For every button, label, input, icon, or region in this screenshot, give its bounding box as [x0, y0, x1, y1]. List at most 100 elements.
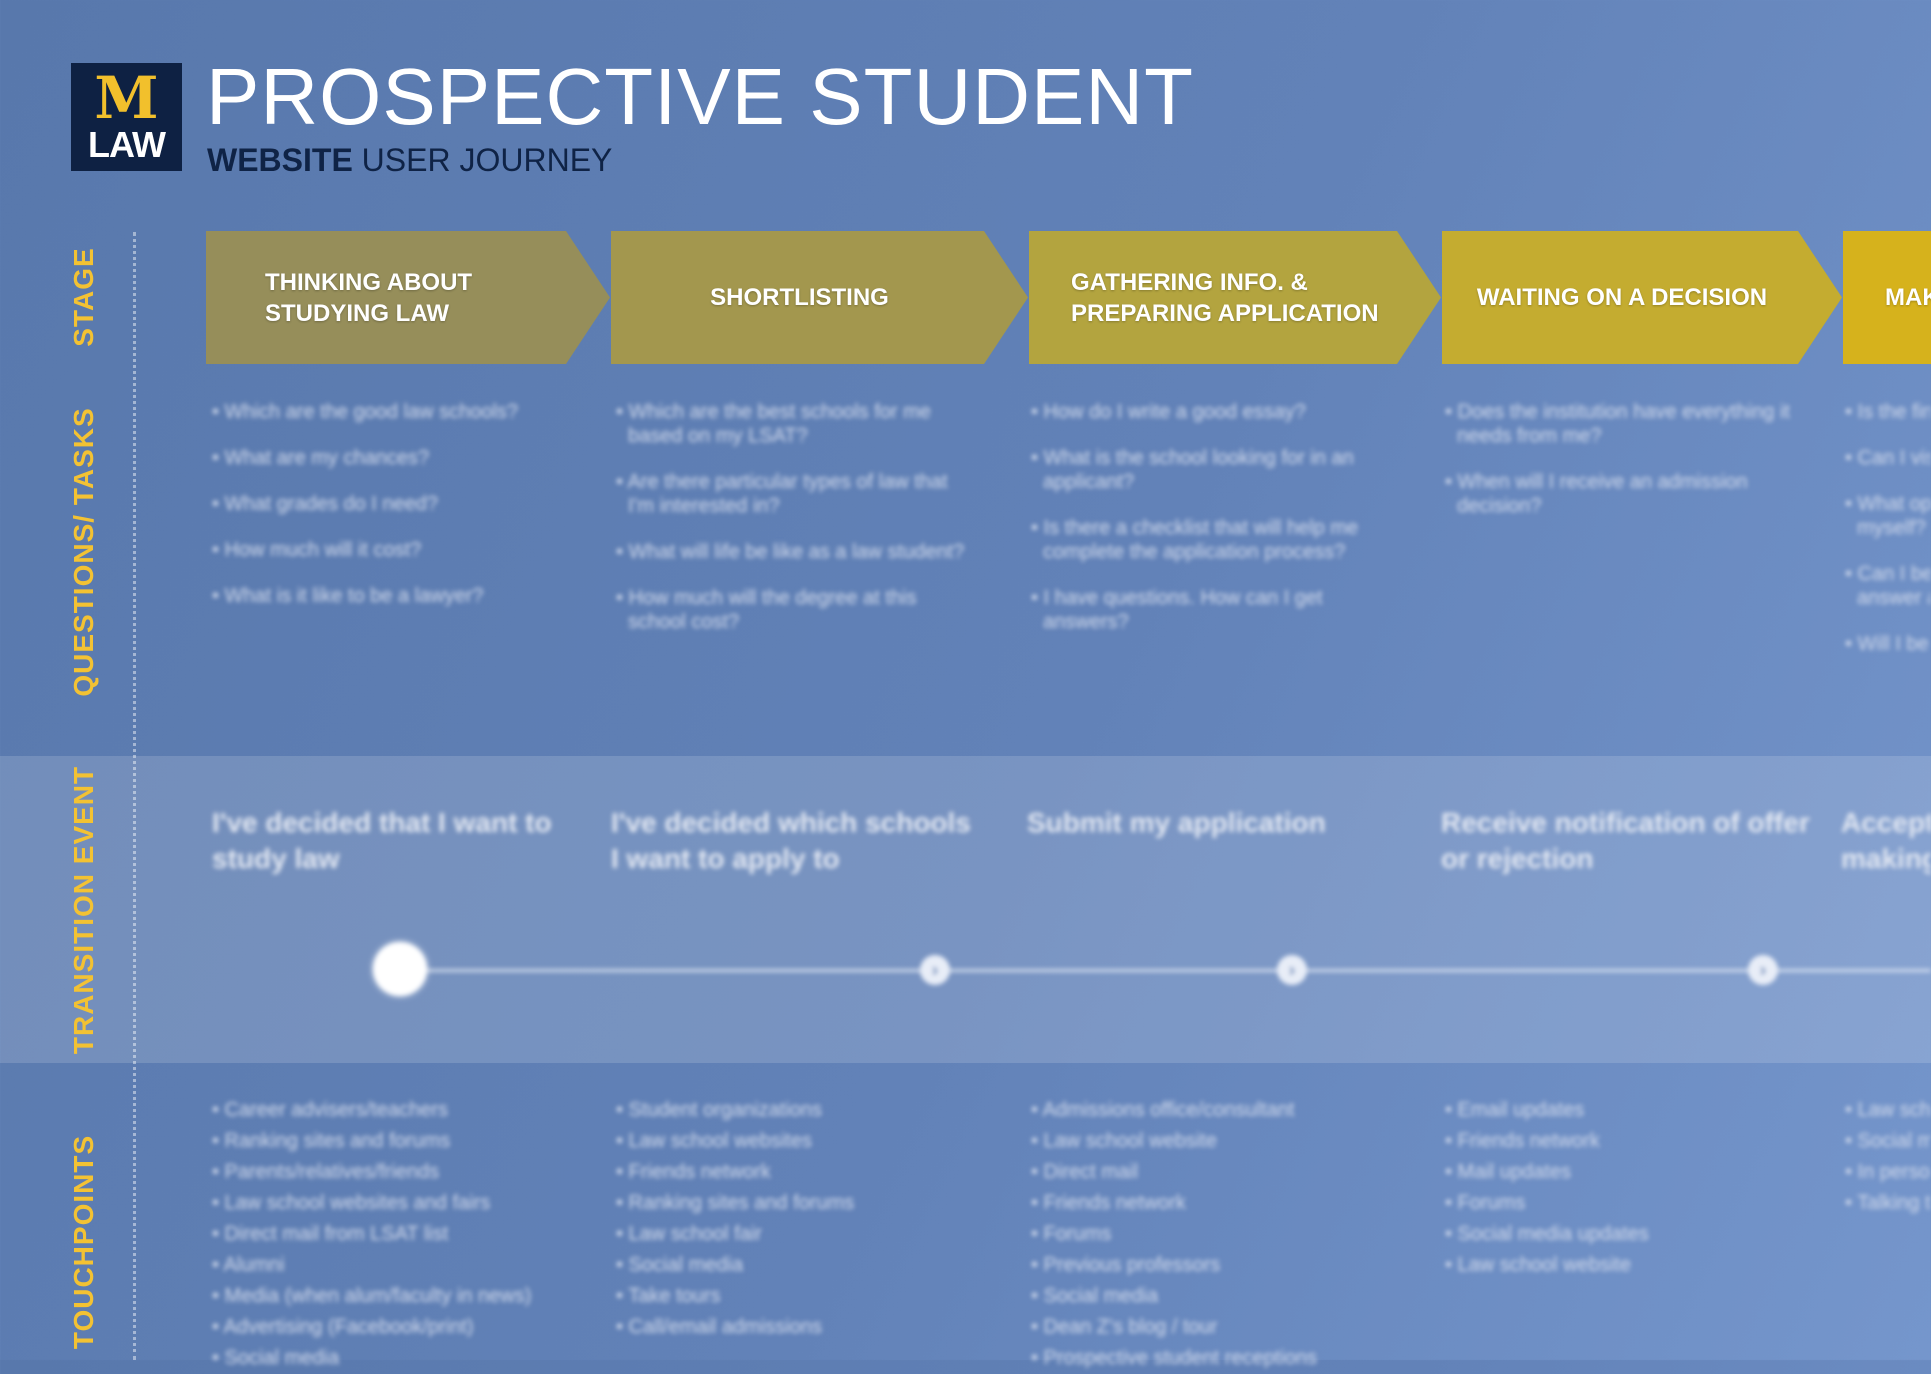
page-subtitle: WEBSITE USER JOURNEY	[207, 142, 612, 178]
touchpoints-col-4: • Law school website • Social media • In…	[1841, 1095, 1931, 1219]
timeline-chevron-icon: ›	[920, 955, 950, 985]
question-item: • What grades do I need?	[212, 493, 439, 515]
touchpoints-col-1: • Student organizations • Law school web…	[612, 1095, 982, 1343]
page-title: PROSPECTIVE STUDENT	[206, 52, 1195, 141]
stage-1-line-0: SHORTLISTING	[710, 284, 889, 311]
questions-col-4: • Is the financial aid package enough? •…	[1841, 400, 1931, 678]
touchpoint-item: • Law school fair	[616, 1223, 762, 1245]
stage-2-line-1: PREPARING APPLICATION	[1071, 299, 1379, 327]
touchpoint-item: • Forums	[1445, 1192, 1526, 1214]
transition-event-4-text: Accepting an offer and making a deposit	[1841, 807, 1931, 874]
timeline-chevron-icon: ›	[1277, 955, 1307, 985]
touchpoint-item: • Friends network	[1031, 1192, 1186, 1214]
touchpoint-item: • Friends network	[616, 1161, 771, 1183]
timeline-chevron-icon: ›	[1748, 955, 1778, 985]
timeline-line	[400, 969, 1931, 972]
subtitle-rest: USER JOURNEY	[352, 142, 613, 178]
question-item: • How do I write a good essay?	[1031, 401, 1306, 423]
stage-arrow-0: THINKING ABOUT STUDYING LAW	[206, 231, 610, 364]
touchpoint-item: • Law school websites	[616, 1130, 812, 1152]
question-item: • Is there a checklist that will help me…	[1031, 517, 1359, 563]
touchpoint-item: • Law school website	[1031, 1130, 1217, 1152]
transition-event-4: Accepting an offer and making a deposit	[1841, 805, 1931, 877]
touchpoint-item: • Prospective student receptions	[1031, 1347, 1318, 1369]
touchpoint-item: • Career advisers/teachers	[212, 1099, 448, 1121]
row-label-divider	[133, 232, 136, 1360]
question-item: • Will I be able to get a job?	[1845, 633, 1931, 655]
questions-col-1: • Which are the best schools for me base…	[612, 400, 967, 656]
row-label-touchpoints: TOUCHPOINTS	[68, 1134, 99, 1350]
questions-col-2: • How do I write a good essay? • What is…	[1027, 400, 1382, 656]
touchpoint-item: • Social media	[1845, 1130, 1931, 1152]
timeline-start-dot	[373, 942, 427, 996]
question-item: • Which are the good law schools?	[212, 401, 519, 423]
row-label-stage: STAGE	[68, 247, 99, 347]
question-item: • Is the financial aid package enough?	[1845, 401, 1931, 423]
row-label-questions: QUESTIONS/ TASKS	[68, 407, 99, 697]
logo-law-text: LAW	[88, 124, 166, 165]
stage-3-line-0: WAITING ON A DECISION	[1476, 284, 1768, 311]
touchpoint-item: • Law school website	[1445, 1254, 1631, 1276]
transition-event-0: I've decided that I want to study law	[212, 807, 552, 874]
touchpoint-item: • Law school websites and fairs	[212, 1192, 491, 1214]
question-item: • Does the institution have everything i…	[1445, 401, 1790, 447]
touchpoint-item: • Email updates	[1445, 1099, 1585, 1121]
transition-band	[0, 756, 1931, 1063]
touchpoints-col-2: • Admissions office/consultant • Law sch…	[1027, 1095, 1397, 1374]
question-item: • How much will the degree at this schoo…	[616, 587, 917, 633]
question-item: • When will I receive an admission decis…	[1445, 471, 1748, 517]
stage-arrow-3: WAITING ON A DECISION	[1442, 231, 1842, 364]
touchpoint-item: • Direct mail from LSAT list	[212, 1223, 449, 1245]
touchpoint-item: • Dean Z's blog / tour	[1031, 1316, 1218, 1338]
touchpoint-item: • Previous professors	[1031, 1254, 1221, 1276]
question-item: • What opportunities can I create for my…	[1845, 493, 1931, 539]
transition-event-2: Submit my application	[1027, 807, 1326, 838]
touchpoint-item: • Ranking sites and forums	[212, 1130, 451, 1152]
stage-2-line-0: GATHERING INFO. &	[1071, 268, 1308, 296]
touchpoint-item: • Social media	[616, 1254, 744, 1276]
stage-0-line-1: STUDYING LAW	[265, 299, 449, 327]
touchpoint-item: • Take tours	[616, 1285, 721, 1307]
questions-col-0: • Which are the good law schools? • What…	[208, 400, 563, 630]
stage-arrow-2: GATHERING INFO. & PREPARING APPLICATION	[1029, 231, 1441, 364]
touchpoint-item: • Social media	[212, 1347, 340, 1369]
touchpoint-item: • Law school website	[1845, 1099, 1931, 1121]
touchpoint-item: • Talking to students	[1845, 1192, 1931, 1214]
stage-0-line-0: THINKING ABOUT	[265, 268, 473, 296]
question-item: • How much will it cost?	[212, 539, 422, 561]
row-label-transition: TRANSITION EVENT	[68, 765, 99, 1055]
transition-event-3: Receive notification of offer or rejecti…	[1441, 807, 1810, 874]
touchpoint-item: • Call/email admissions	[616, 1316, 822, 1338]
touchpoint-item: • Advertising (Facebook/print)	[212, 1316, 474, 1338]
questions-col-3: • Does the institution have everything i…	[1441, 400, 1796, 540]
question-item: • I have questions. How can I get answer…	[1031, 587, 1323, 633]
touchpoints-col-0: • Career advisers/teachers • Ranking sit…	[208, 1095, 578, 1374]
stage-arrow-4: MAKING A DECISION	[1843, 231, 1931, 364]
touchpoint-item: • Media (when alum/faculty in news)	[212, 1285, 532, 1307]
touchpoint-item: • Student organizations	[616, 1099, 823, 1121]
touchpoints-col-3: • Email updates • Friends network • Mail…	[1441, 1095, 1811, 1281]
question-item: • Which are the best schools for me base…	[616, 401, 931, 447]
question-item: • Can I visit the school?	[1845, 447, 1931, 469]
touchpoint-item: • Social media	[1031, 1285, 1159, 1307]
subtitle-bold: WEBSITE	[207, 142, 353, 178]
touchpoint-item: • Ranking sites and forums	[616, 1192, 855, 1214]
question-item: • What is it like to be a lawyer?	[212, 585, 484, 607]
question-item: • Can I be in touch with faculty to answ…	[1845, 563, 1931, 609]
logo-block-m: M	[94, 64, 159, 132]
question-item: • What are my chances?	[212, 447, 430, 469]
question-item: • Are there particular types of law that…	[616, 471, 948, 517]
transition-event-1: I've decided which schools I want to app…	[611, 807, 971, 874]
touchpoint-item: • Mail updates	[1445, 1161, 1571, 1183]
touchpoint-item: • Admissions office/consultant	[1031, 1099, 1295, 1121]
question-item: • What will life be like as a law studen…	[616, 541, 965, 563]
touchpoint-item: • Forums	[1031, 1223, 1112, 1245]
touchpoint-item: • Friends network	[1445, 1130, 1600, 1152]
touchpoint-item: • Social media updates	[1445, 1223, 1649, 1245]
touchpoint-item: • Alumni	[212, 1254, 285, 1276]
m-law-logo: M LAW	[71, 63, 182, 171]
question-item: • What is the school looking for in an a…	[1031, 447, 1354, 493]
touchpoint-item: • Direct mail	[1031, 1161, 1139, 1183]
touchpoint-item: • Parents/relatives/friends	[212, 1161, 440, 1183]
stage-4-line-0: MAKING A DECISION	[1885, 284, 1931, 311]
